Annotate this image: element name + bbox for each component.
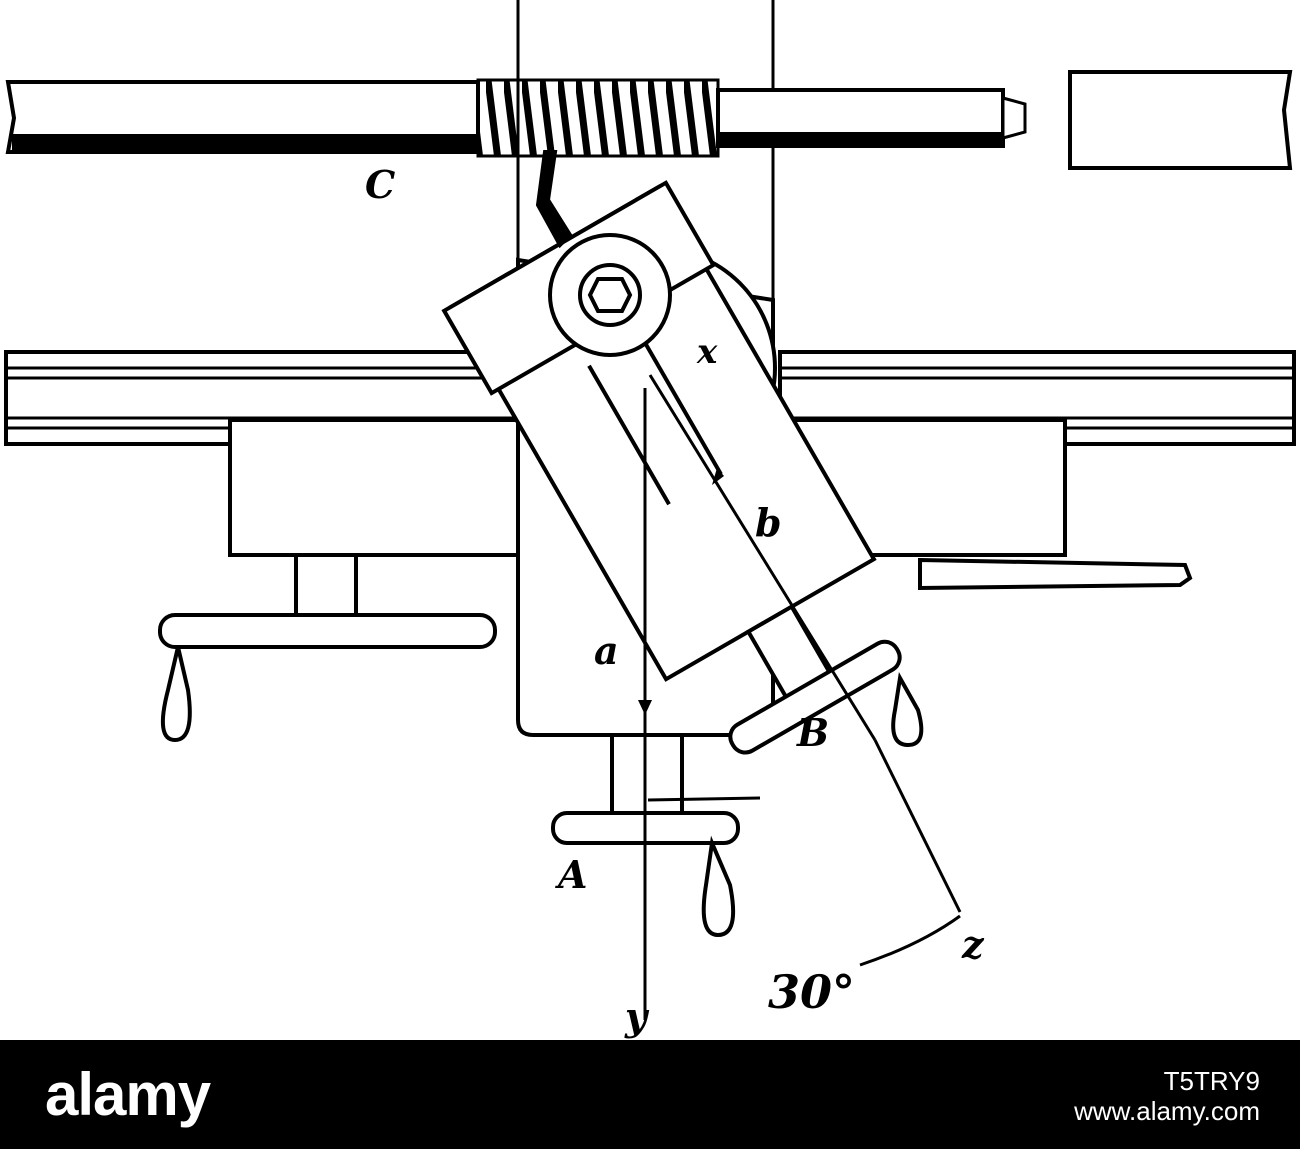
label-a: a [594, 628, 619, 673]
arrow-b [712, 468, 724, 485]
arrow-a [638, 700, 652, 715]
image-id-block: T5TRY9 www.alamy.com [1074, 1066, 1260, 1126]
cross-slide-handle [158, 553, 497, 743]
label-b: b [755, 500, 782, 545]
lathe-compound-rest-diagram: C x b a B A z y 30° [4, 0, 1296, 1039]
label-A: A [555, 852, 587, 897]
stock-footer: alamy T5TRY9 www.alamy.com [0, 1040, 1300, 1149]
handle-B-knob [891, 671, 924, 748]
angle-label: 30° [768, 965, 855, 1019]
label-B: B [796, 710, 829, 755]
image-id: T5TRY9 [1163, 1066, 1260, 1096]
alamy-logo: alamy [45, 1061, 211, 1128]
label-z: z [961, 922, 985, 967]
label-x: x [696, 332, 718, 372]
feed-screw-rod [5, 70, 1293, 170]
label-C: C [365, 162, 395, 207]
tool-post [535, 150, 672, 357]
alamy-url: www.alamy.com [1074, 1096, 1260, 1126]
label-y: y [624, 994, 650, 1039]
